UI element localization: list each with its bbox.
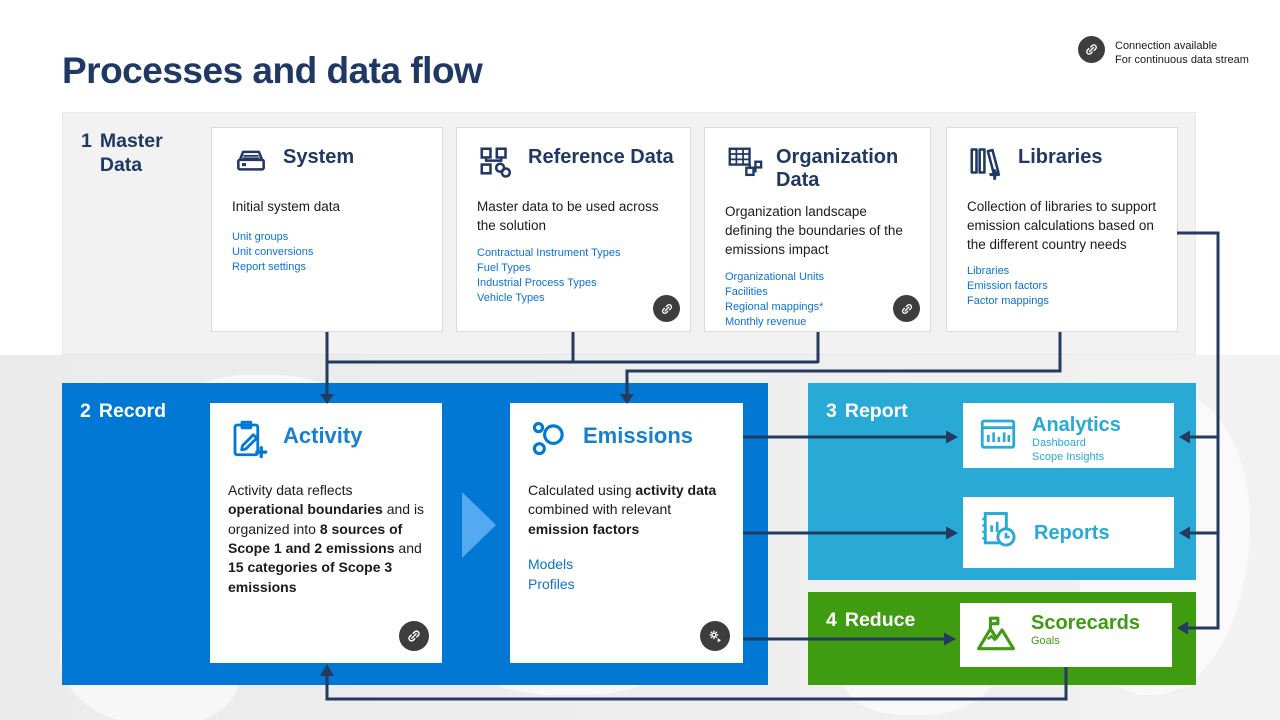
link-icon	[399, 621, 429, 651]
molecules-icon	[528, 418, 570, 465]
card-title: Reference Data	[528, 146, 674, 168]
card-title: Analytics	[1032, 414, 1121, 436]
section-label-record: 2 Record	[80, 400, 167, 422]
section-label-master: 1 Master Data	[81, 130, 163, 177]
link-facilities[interactable]: Facilities	[725, 285, 768, 298]
card-organization-data: Organization Data Organization landscape…	[704, 127, 931, 332]
section-label-report: 3 Report	[826, 400, 908, 422]
card-scorecards: Scorecards Goals	[960, 603, 1172, 667]
flowchart-link-icon	[477, 144, 515, 187]
card-libraries: Libraries Collection of libraries to sup…	[946, 127, 1178, 332]
link-industrial-process-types[interactable]: Industrial Process Types	[477, 276, 597, 289]
card-description: Collection of libraries to support emiss…	[967, 199, 1157, 252]
link-icon	[1078, 36, 1105, 63]
gear-play-icon	[700, 621, 730, 651]
card-links: Goals	[1031, 634, 1140, 648]
link-organizational-units[interactable]: Organizational Units	[725, 270, 825, 283]
legend-text: Connection available For continuous data…	[1115, 40, 1249, 66]
card-description: Master data to be used across the soluti…	[477, 199, 659, 233]
link-report-settings[interactable]: Report settings	[232, 260, 306, 273]
card-title: Libraries	[1018, 146, 1103, 168]
link-factor-mappings[interactable]: Factor mappings	[967, 294, 1049, 307]
library-add-icon	[967, 144, 1005, 187]
link-models[interactable]: Models	[528, 555, 574, 572]
section-record: 2 Record Activity Activity data reflects…	[62, 383, 768, 685]
card-links: Unit groups Unit conversions Report sett…	[232, 230, 426, 275]
card-title: Emissions	[583, 423, 694, 448]
card-title: Reports	[1034, 521, 1110, 544]
link-dashboard[interactable]: Dashboard	[1032, 437, 1086, 449]
link-vehicle-types[interactable]: Vehicle Types	[477, 291, 545, 304]
connection-legend: Connection available For continuous data…	[1078, 36, 1249, 67]
org-grid-icon	[725, 144, 763, 187]
card-description: Initial system data	[232, 199, 341, 214]
card-title: Organization Data	[776, 146, 899, 191]
link-unit-conversions[interactable]: Unit conversions	[232, 245, 314, 258]
mountain-flag-icon	[974, 612, 1018, 661]
card-analytics: Analytics Dashboard Scope Insights	[963, 403, 1174, 468]
drive-icon	[232, 144, 270, 187]
card-links: Dashboard Scope Insights	[1032, 436, 1121, 464]
link-unit-groups[interactable]: Unit groups	[232, 230, 289, 243]
card-links: Contractual Instrument Types Fuel Types …	[477, 246, 674, 306]
link-contractual-instrument-types[interactable]: Contractual Instrument Types	[477, 246, 621, 259]
card-links: Organizational Units Facilities Regional…	[725, 270, 914, 330]
card-title: System	[283, 146, 355, 168]
section-report: 3 Report Analytics Dashboard Scope Insig…	[808, 383, 1196, 580]
card-emissions: Emissions Calculated using activity data…	[510, 403, 743, 663]
link-scope-insights[interactable]: Scope Insights	[1032, 451, 1105, 463]
card-description: Calculated using activity data combined …	[528, 482, 721, 537]
clipboard-edit-icon	[228, 418, 270, 465]
card-title: Activity	[283, 423, 363, 448]
card-links: Models Profiles	[528, 554, 727, 594]
card-title: Scorecards	[1031, 612, 1140, 634]
link-libraries[interactable]: Libraries	[967, 264, 1010, 277]
card-links: Libraries Emission factors Factor mappin…	[967, 264, 1161, 309]
link-regional-mappings[interactable]: Regional mappings*	[725, 300, 824, 313]
section-label-reduce: 4 Reduce	[826, 609, 916, 631]
link-monthly-revenue[interactable]: Monthly revenue	[725, 315, 807, 328]
link-fuel-types[interactable]: Fuel Types	[477, 261, 531, 274]
link-icon	[893, 295, 920, 322]
report-clock-icon	[977, 508, 1021, 557]
section-reduce: 4 Reduce Scorecards Goals	[808, 592, 1196, 685]
card-activity: Activity Activity data reflects operatio…	[210, 403, 442, 663]
card-reports: Reports	[963, 497, 1174, 568]
bar-chart-icon	[977, 414, 1019, 461]
page-title: Processes and data flow	[62, 50, 483, 91]
card-description: Activity data reflects operational bound…	[228, 482, 428, 595]
card-reference-data: Reference Data Master data to be used ac…	[456, 127, 691, 332]
link-icon	[653, 295, 680, 322]
link-emission-factors[interactable]: Emission factors	[967, 279, 1048, 292]
section-master-data: 1 Master Data System Initial system data…	[62, 112, 1196, 355]
link-goals[interactable]: Goals	[1031, 635, 1060, 647]
flow-chevron-icon	[462, 492, 496, 558]
card-system: System Initial system data Unit groups U…	[211, 127, 443, 332]
card-description: Organization landscape defining the boun…	[725, 204, 903, 257]
link-profiles[interactable]: Profiles	[528, 575, 575, 592]
